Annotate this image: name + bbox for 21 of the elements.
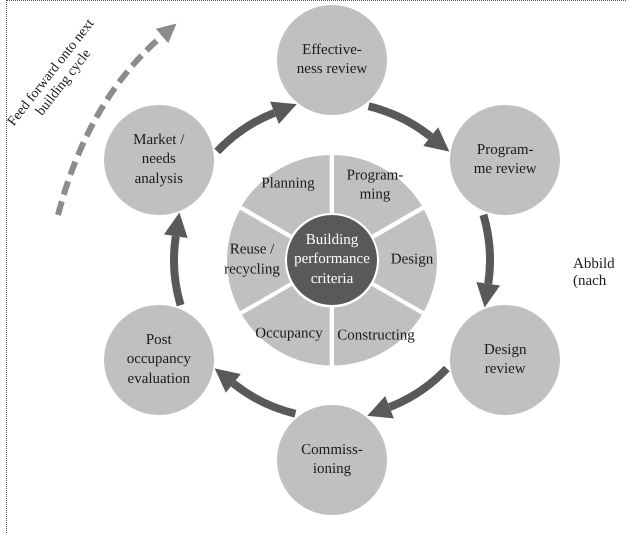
stage-label: Program- me review (472, 140, 538, 179)
caption-text: Abbild (573, 256, 615, 274)
arrow (476, 214, 500, 308)
stage-label: Effective- ness review (296, 40, 368, 79)
segment-label: Program- ming (346, 166, 404, 205)
stage-label: Market / needs analysis (132, 130, 186, 189)
stage-label: Post occupancy evaluation (126, 330, 192, 389)
segment-label: Design (390, 250, 434, 270)
segment-label: Reuse / recycling (223, 240, 281, 279)
stage-label: Design review (482, 340, 528, 379)
arrow (368, 366, 450, 418)
caption-text: (nach (573, 273, 606, 290)
segment-label: Planning (260, 174, 316, 194)
stage-label: Commiss- ioning (300, 440, 364, 479)
stage-label: Building performance criteria (293, 230, 371, 289)
arrow (164, 212, 188, 306)
segment-label: Constructing (336, 326, 416, 346)
segment-label: Occupancy (254, 324, 324, 344)
arrow (214, 370, 297, 418)
arrow (367, 102, 450, 150)
arrow (214, 102, 296, 154)
